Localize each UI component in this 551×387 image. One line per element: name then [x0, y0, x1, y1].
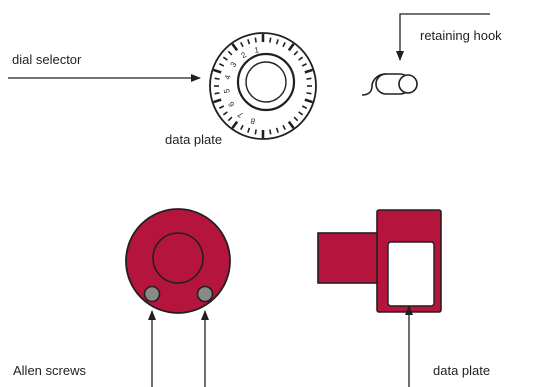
label-data-plate-bottom: data plate	[433, 363, 491, 378]
dial-tick	[231, 43, 239, 52]
dial-tick	[240, 41, 244, 48]
dial-tick	[301, 63, 308, 67]
dial-tick	[222, 111, 228, 116]
dial-tick	[227, 116, 233, 122]
retaining-hook-arrow	[396, 13, 490, 61]
dial-tick	[218, 63, 225, 67]
dial-tick	[282, 124, 286, 131]
dial-tick	[222, 56, 228, 61]
data-plate-window	[387, 241, 435, 307]
label-retaining-hook: retaining hook	[420, 28, 502, 43]
dial-tick	[298, 111, 304, 116]
dial-tick	[287, 43, 295, 52]
round-housing-part	[125, 208, 231, 314]
dial-number: 3	[229, 60, 239, 69]
retaining-hook-part	[361, 73, 418, 96]
dial-tick	[282, 41, 286, 48]
dial-tick	[298, 56, 304, 61]
dial-tick	[218, 105, 225, 109]
dial-tick	[304, 68, 313, 74]
dial-tick	[301, 105, 308, 109]
dial-tick	[247, 39, 251, 45]
dial-scale-ticks	[213, 34, 313, 138]
allen-screw-left	[143, 285, 161, 303]
label-data-plate-top: data plate	[165, 132, 223, 147]
dial-tick	[293, 50, 299, 56]
dial-tick	[275, 127, 279, 133]
allen-screw-right	[196, 285, 214, 303]
dial-tick	[254, 37, 257, 43]
dial-tick	[214, 77, 220, 80]
dial-number: 5	[222, 88, 232, 94]
dial-tick	[293, 116, 299, 122]
dial-tick	[306, 77, 312, 80]
dial-tick	[275, 39, 279, 45]
dial-tick	[231, 120, 239, 129]
dial-tick	[269, 129, 272, 135]
dial-tick	[240, 124, 244, 131]
label-allen-screws: Allen screws	[13, 363, 86, 378]
dial-tick	[254, 129, 257, 135]
dial-tick	[213, 98, 222, 104]
dial-selector-part: 123 4 5 678	[209, 32, 317, 140]
dial-number: 6	[226, 100, 236, 109]
dial-tick	[306, 92, 312, 95]
dial-tick	[213, 68, 222, 74]
dial-number: 4	[223, 73, 233, 80]
dial-number: 7	[236, 109, 245, 119]
dial-tick	[287, 120, 295, 129]
dial-tick	[247, 127, 251, 133]
dial-number: 1	[254, 45, 260, 55]
dial-tick	[214, 92, 220, 95]
dial-tick	[227, 50, 233, 56]
body-with-window-part	[317, 209, 442, 313]
dial-tick	[269, 37, 272, 43]
dial-number: 8	[249, 116, 256, 126]
label-dial-selector: dial selector	[12, 52, 82, 67]
dial-number: 2	[239, 50, 248, 60]
dial-scale-numbers: 123 4 5 678	[222, 45, 260, 126]
dial-inner-ring-inner	[245, 61, 287, 103]
dial-tick	[304, 98, 313, 104]
